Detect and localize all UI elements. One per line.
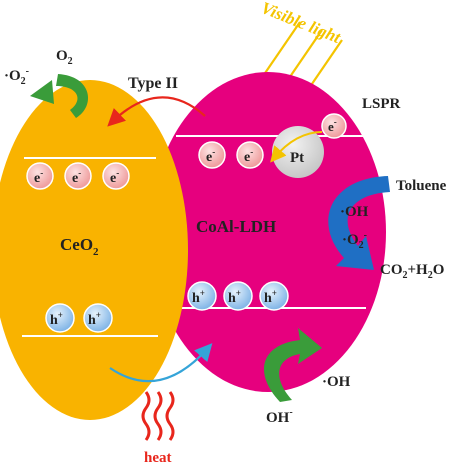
o2-green-arrow [56, 74, 89, 118]
svg-text:h+: h+ [192, 288, 205, 306]
coal-ldh-label: CoAl-LDH [196, 217, 276, 236]
svg-text:e-: e- [110, 168, 119, 186]
visible-light-label: Visible light [259, 0, 345, 48]
heat-label: heat [144, 450, 172, 466]
blue-arc-arrow [328, 176, 390, 270]
ldh-electron-2: e- [236, 141, 264, 169]
ceo2-label: CeO2 [60, 235, 99, 258]
ldh-hole-3: h+ [259, 281, 289, 311]
oh-radical-right-label: ·OH [340, 204, 369, 220]
oh-minus-label: OH- [266, 407, 293, 426]
heat-waves [141, 391, 175, 441]
o2-green-arrowhead [30, 80, 54, 104]
svg-text:h+: h+ [50, 310, 63, 328]
pt-label: Pt [290, 150, 304, 166]
ceo2-hole-2: h+ [83, 303, 113, 333]
ldh-hole-2: h+ [223, 281, 253, 311]
ldh-hole-1: h+ [187, 281, 217, 311]
svg-text:e-: e- [206, 147, 215, 165]
ceo2-electron-3: e- [102, 162, 130, 190]
hole-transfer-arrow [109, 343, 213, 383]
superoxide-left-label: ·O2- [4, 66, 29, 87]
oh-green-arrow [263, 328, 322, 402]
svg-text:h+: h+ [88, 310, 101, 328]
toluene-label: Toluene [396, 178, 447, 194]
ceo2-hole-1: h+ [45, 303, 75, 333]
ldh-electron-1: e- [198, 141, 226, 169]
pt-electron: e- [321, 113, 347, 139]
lspr-label: LSPR [362, 96, 401, 112]
ceo2-electron-1: e- [26, 162, 54, 190]
svg-text:e-: e- [244, 147, 253, 165]
ceo2-electron-2: e- [64, 162, 92, 190]
type-ii-arrow [107, 96, 206, 127]
type-ii-label: Type II [128, 75, 178, 92]
svg-text:e-: e- [328, 117, 337, 134]
superoxide-right-label: ·O2- [342, 230, 367, 251]
svg-text:h+: h+ [264, 288, 277, 306]
pt-particle [272, 126, 324, 178]
svg-text:h+: h+ [228, 288, 241, 306]
svg-text:e-: e- [34, 168, 43, 186]
lspr-transfer-arrow [270, 131, 323, 163]
o2-label: O2 [56, 48, 73, 67]
products-label: CO2+H2O [380, 262, 444, 281]
svg-text:e-: e- [72, 168, 81, 186]
oh-radical-bottom-label: ·OH [322, 374, 351, 390]
